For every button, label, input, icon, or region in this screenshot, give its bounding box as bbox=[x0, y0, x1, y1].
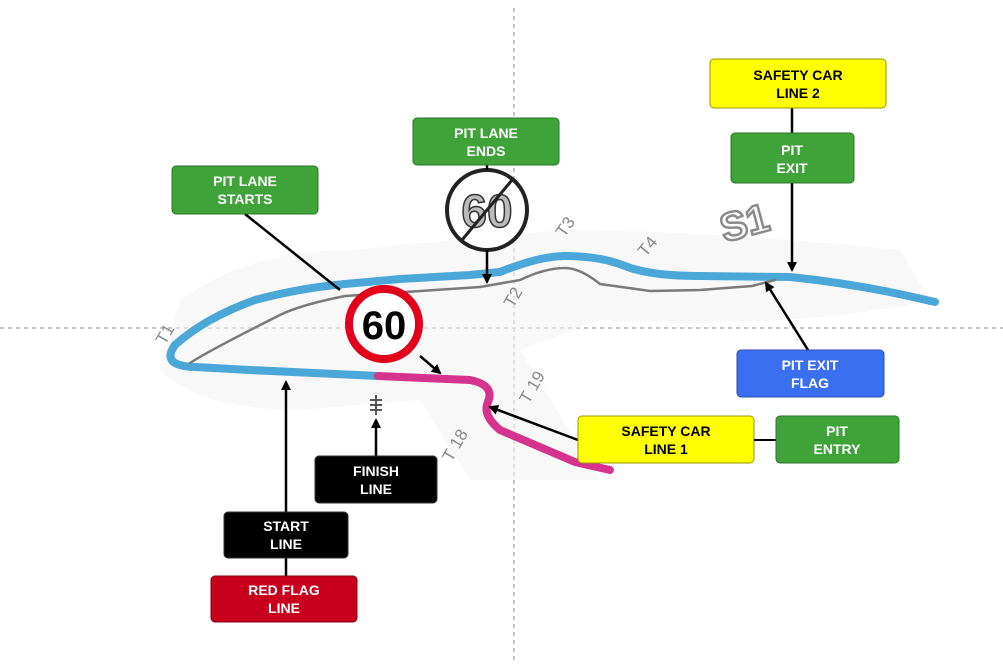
start-line-line1: START bbox=[263, 518, 309, 534]
sector-marking-s1: S1 bbox=[715, 196, 774, 251]
pit-lane-ends-line1: PIT LANE bbox=[454, 125, 518, 141]
safety-car-line-1-line2: LINE 1 bbox=[644, 441, 688, 457]
safety-car-line-1-line1: SAFETY CAR bbox=[621, 423, 710, 439]
arrow-pit-lane-starts bbox=[244, 213, 341, 291]
speed-limit-sign: 60 bbox=[345, 285, 423, 363]
safety-car-line-2-callout: SAFETY CAR LINE 2 bbox=[709, 58, 887, 109]
pit-exit-line1: PIT bbox=[781, 142, 803, 158]
pit-lane-starts-line1: PIT LANE bbox=[213, 173, 277, 189]
red-flag-line-line1: RED FLAG bbox=[248, 582, 320, 598]
red-flag-line-callout: RED FLAG LINE bbox=[210, 575, 358, 623]
finish-line-line1: FINISH bbox=[353, 463, 399, 479]
end-speed-limit-sign: 60 bbox=[445, 168, 529, 252]
pit-exit-flag-line1: PIT EXIT bbox=[782, 357, 839, 373]
start-line-line2: LINE bbox=[270, 536, 302, 552]
red-flag-line-line2: LINE bbox=[268, 600, 300, 616]
pit-exit-flag-line2: FLAG bbox=[791, 375, 829, 391]
pit-entry-line2: ENTRY bbox=[814, 441, 862, 457]
arrow-pit-exit-flag bbox=[764, 281, 810, 351]
finish-line-marker bbox=[370, 395, 382, 415]
pit-lane bbox=[188, 266, 777, 365]
pit-exit-flag-callout: PIT EXIT FLAG bbox=[736, 349, 885, 398]
pit-entry-callout: PIT ENTRY bbox=[775, 415, 900, 464]
pit-entry-line1: PIT bbox=[826, 423, 848, 439]
pit-lane-starts-line2: STARTS bbox=[218, 191, 273, 207]
finish-line-line2: LINE bbox=[360, 481, 392, 497]
safety-car-line-1-callout: SAFETY CAR LINE 1 bbox=[577, 415, 755, 464]
sector-line-pink bbox=[374, 372, 614, 474]
safety-car-line-2-line1: SAFETY CAR bbox=[753, 67, 842, 83]
pit-lane-ends-line2: ENDS bbox=[467, 143, 506, 159]
arrow-safety-car-line-1 bbox=[488, 405, 579, 442]
runoff-area bbox=[160, 230, 930, 480]
pit-exit-callout: PIT EXIT bbox=[730, 132, 855, 184]
pit-lane-starts-callout: PIT LANE STARTS bbox=[171, 165, 319, 215]
start-line-callout: START LINE bbox=[223, 511, 349, 559]
finish-line-callout: FINISH LINE bbox=[314, 455, 438, 504]
pit-exit-line2: EXIT bbox=[776, 160, 808, 176]
speed-limit-value: 60 bbox=[362, 304, 407, 348]
safety-car-line-2-line2: LINE 2 bbox=[776, 85, 820, 101]
pit-lane-ends-callout: PIT LANE ENDS bbox=[412, 117, 560, 166]
arrow-speed-sign bbox=[419, 355, 442, 375]
racing-line bbox=[166, 252, 939, 380]
